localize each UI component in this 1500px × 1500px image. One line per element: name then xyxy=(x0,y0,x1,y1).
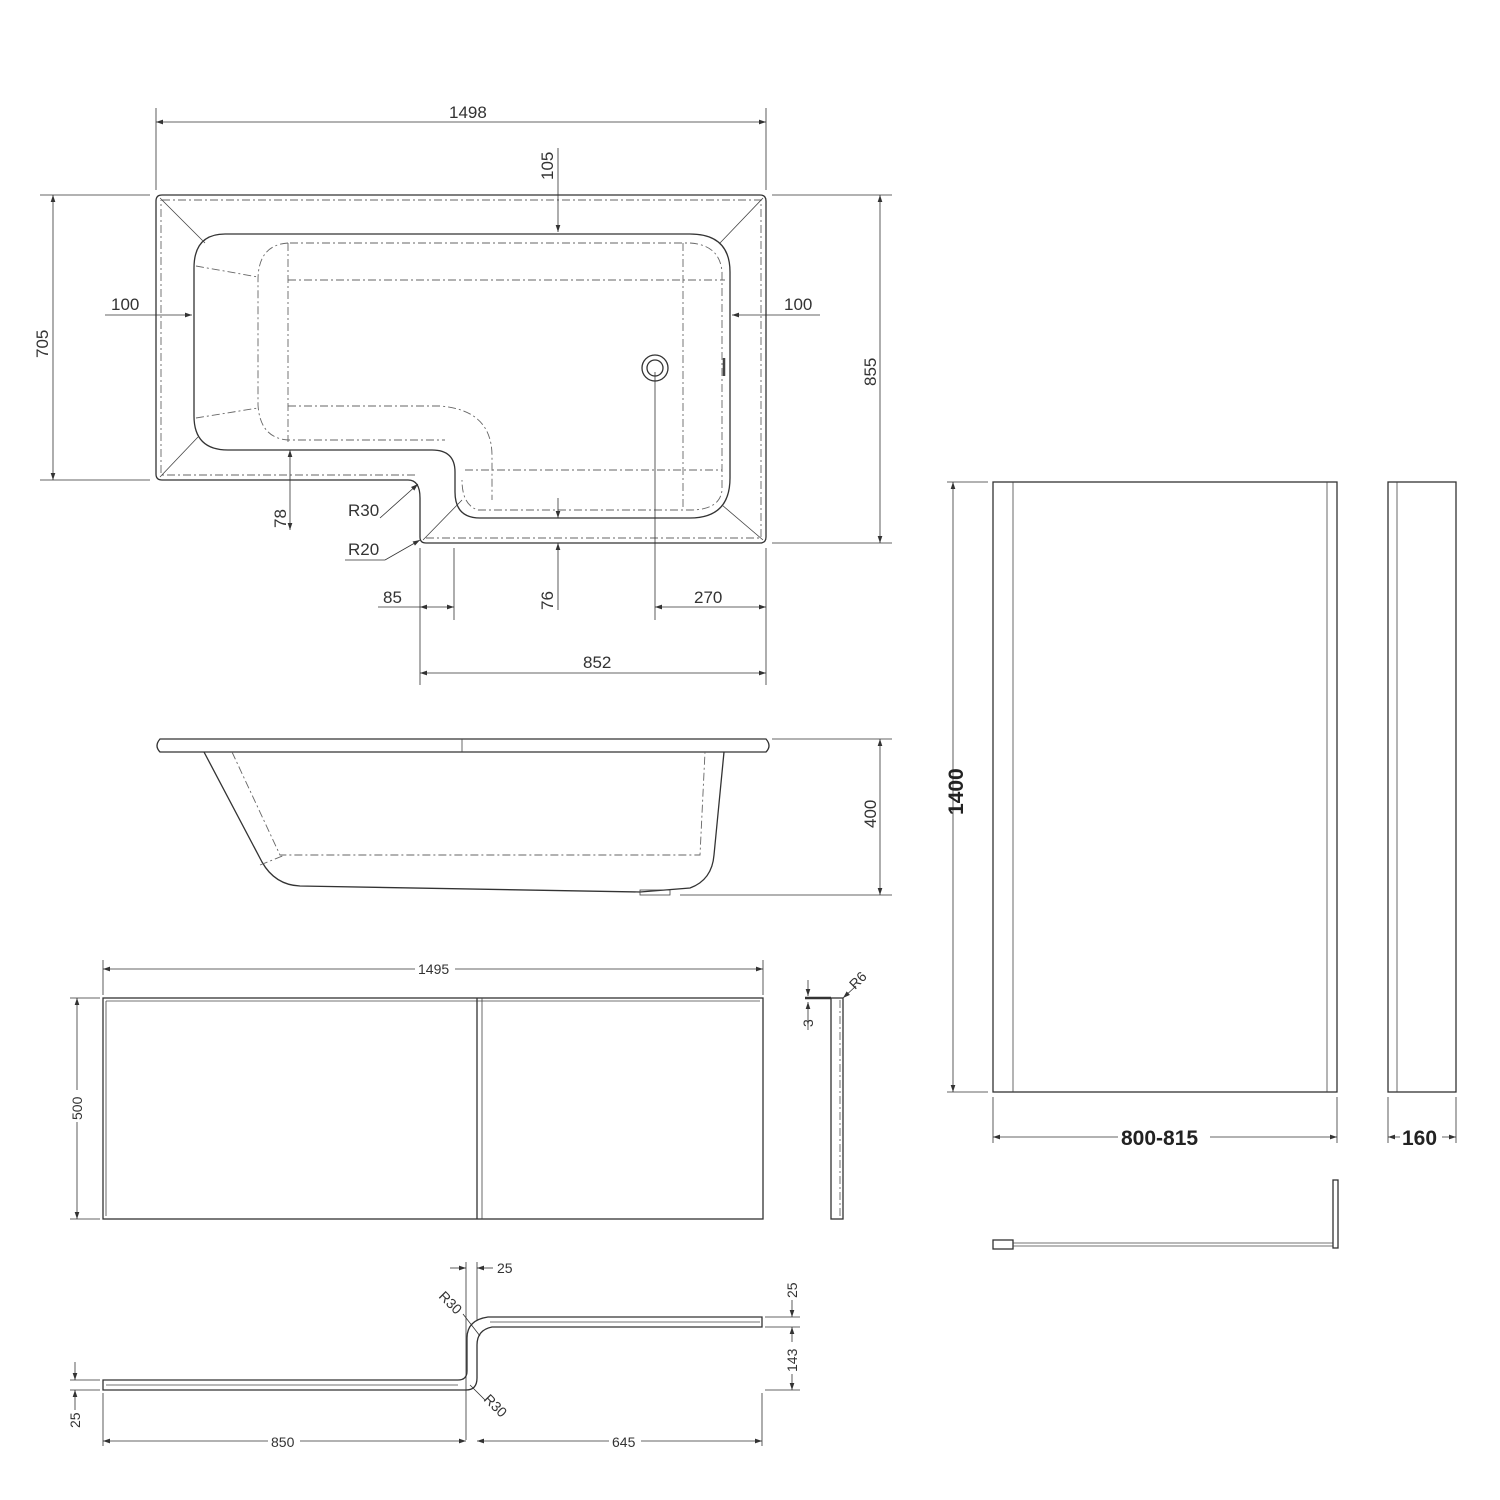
dim-screen-height: 1400 xyxy=(945,768,968,815)
dim-radius-inner: R20 xyxy=(348,540,379,559)
front-panel: 1495 500 3 R6 xyxy=(68,960,870,1220)
dim-radius-bottom: R30 xyxy=(481,1391,511,1421)
dim-panel-radius: R6 xyxy=(846,968,870,992)
dim-step-offset: 85 xyxy=(383,588,402,607)
dim-left-length: 850 xyxy=(271,1434,295,1450)
dim-wide-section-length: 852 xyxy=(583,653,611,672)
dim-rim-bottom: 76 xyxy=(538,591,557,610)
dim-rim-top: 105 xyxy=(538,152,557,180)
dim-right-length: 645 xyxy=(612,1434,636,1450)
dim-narrow-width: 705 xyxy=(33,330,52,358)
side-view: 400 xyxy=(156,738,892,896)
dim-panel-height: 500 xyxy=(69,1096,85,1120)
dim-step-depth: 143 xyxy=(784,1348,800,1372)
dim-rim-left: 100 xyxy=(111,295,139,314)
dim-return-thickness: 25 xyxy=(497,1260,513,1276)
dim-radius-outer: R30 xyxy=(348,501,379,520)
dim-rim-right: 100 xyxy=(784,295,812,314)
panel-plan: 25 R30 R30 25 143 25 850 645 xyxy=(67,1260,800,1450)
dim-radius-top: R30 xyxy=(436,1288,466,1318)
dim-waste-offset: 270 xyxy=(694,588,722,607)
dim-wide-width: 855 xyxy=(861,358,880,386)
bath-screen: 1400 800-815 160 xyxy=(945,481,1457,1250)
dim-left-thickness: 25 xyxy=(67,1412,83,1428)
dim-screen-width: 800-815 xyxy=(1121,1127,1198,1150)
top-view: 1498 105 100 100 705 855 78 R30 R20 85 7… xyxy=(33,103,892,685)
dim-panel-thickness: 3 xyxy=(800,1019,816,1027)
dim-end-thickness: 25 xyxy=(784,1282,800,1298)
dim-overall-length: 1498 xyxy=(449,103,487,122)
dim-depth: 400 xyxy=(861,800,880,828)
dim-step-inset: 78 xyxy=(271,509,290,528)
dim-screen-return: 160 xyxy=(1402,1127,1437,1150)
dim-panel-length: 1495 xyxy=(418,961,449,977)
